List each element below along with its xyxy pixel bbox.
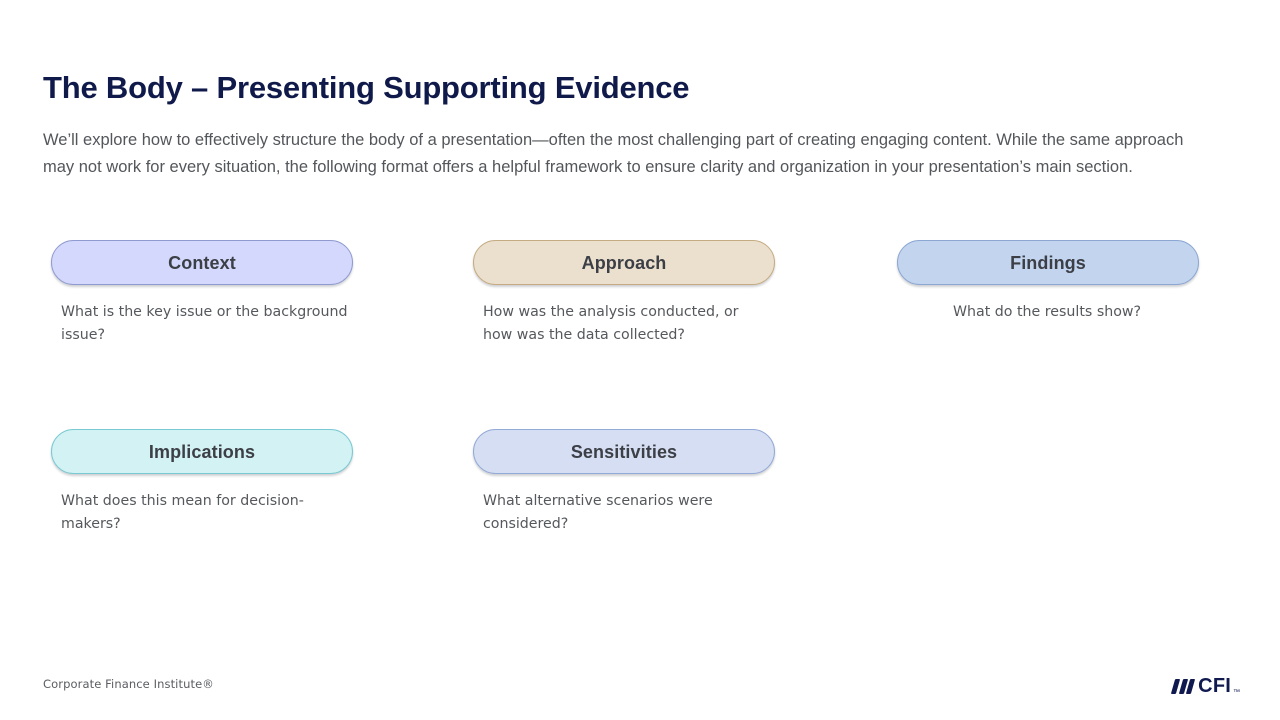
concept-row-2: Implications What does this mean for dec… bbox=[51, 429, 1231, 618]
concept-item-implications: Implications What does this mean for dec… bbox=[51, 429, 353, 535]
cfi-wordmark: CFI bbox=[1198, 675, 1231, 697]
pill-label: Approach bbox=[581, 252, 667, 273]
pill-label: Implications bbox=[148, 441, 256, 462]
cfi-bars-icon bbox=[1171, 678, 1196, 694]
pill-label: Findings bbox=[1010, 252, 1086, 273]
concept-item-context: Context What is the key issue or the bac… bbox=[51, 240, 353, 346]
pill-approach[interactable]: Approach bbox=[473, 240, 775, 285]
concept-caption: What does this mean for decision-makers? bbox=[61, 493, 304, 532]
concept-caption: What do the results show? bbox=[953, 304, 1142, 320]
cfi-logo: CFI ™ bbox=[1171, 673, 1240, 699]
pill-label: Context bbox=[168, 252, 236, 273]
intro-paragraph: We’ll explore how to effectively structu… bbox=[43, 130, 1184, 176]
pill-findings[interactable]: Findings bbox=[897, 240, 1199, 285]
concept-caption: How was the analysis conducted, or how w… bbox=[483, 304, 739, 343]
concept-item-findings: Findings What do the results show? bbox=[897, 240, 1199, 324]
pill-context[interactable]: Context bbox=[51, 240, 353, 285]
concept-caption: What is the key issue or the background … bbox=[61, 304, 348, 343]
footer-copyright: Corporate Finance Institute® bbox=[43, 677, 214, 691]
concept-row-1: Context What is the key issue or the bac… bbox=[51, 240, 1231, 429]
concept-grid: Context What is the key issue or the bac… bbox=[51, 240, 1231, 618]
page-title: The Body – Presenting Supporting Evidenc… bbox=[43, 69, 690, 105]
pill-label: Sensitivities bbox=[570, 441, 678, 462]
pill-sensitivities[interactable]: Sensitivities bbox=[473, 429, 775, 474]
concept-item-sensitivities: Sensitivities What alternative scenarios… bbox=[473, 429, 775, 535]
concept-caption: What alternative scenarios were consider… bbox=[483, 493, 713, 532]
concept-item-approach: Approach How was the analysis conducted,… bbox=[473, 240, 775, 346]
pill-implications[interactable]: Implications bbox=[51, 429, 353, 474]
trademark-symbol: ™ bbox=[1233, 689, 1240, 696]
